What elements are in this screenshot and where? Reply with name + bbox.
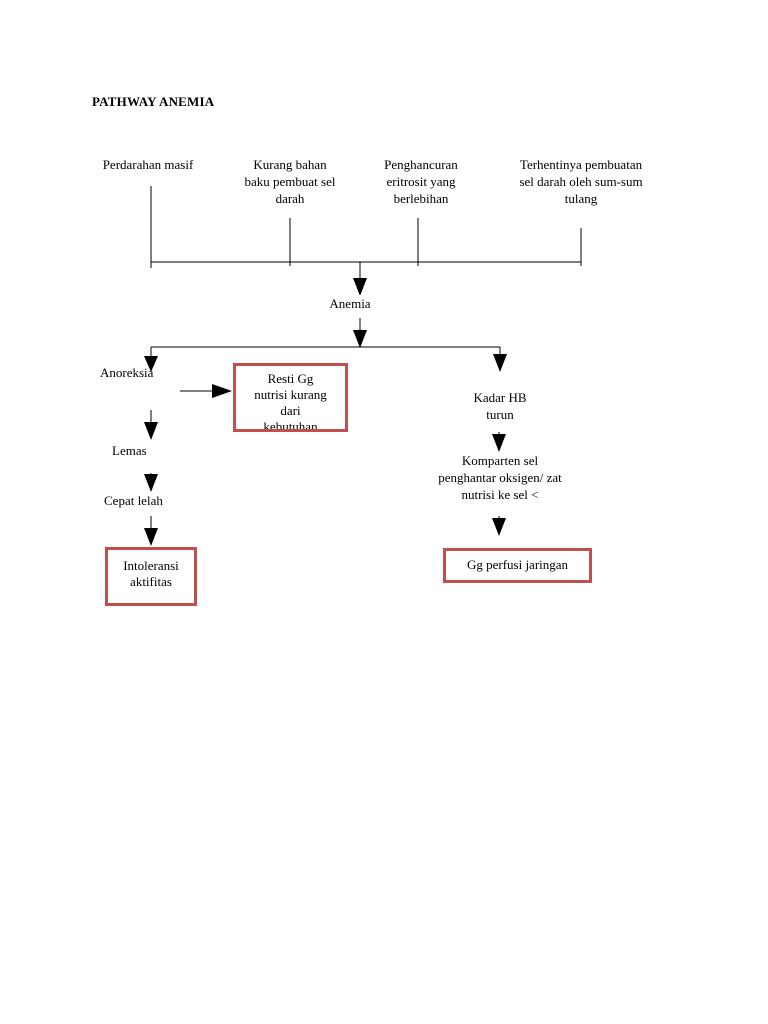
node-cepat-lelah: Cepat lelah [104, 493, 163, 508]
cause-terhentinya: Terhentinya pembuatan sel darah oleh sum… [519, 157, 643, 206]
node-komparten: Komparten sel penghantar oksigen/ zat nu… [438, 453, 562, 502]
box-perfusi-label: Gg perfusi jaringan [466, 557, 569, 572]
cause-kurang-bahan: Kurang bahan baku pembuat sel darah [244, 157, 336, 206]
arrow-to-komparten [492, 434, 506, 452]
node-kadar-hb: Kadar HB turun [473, 390, 527, 422]
arrow-to-cepat-lelah [144, 474, 158, 492]
arrow-to-kadar-hb [493, 354, 507, 372]
box-resti-label: Resti Gg nutrisi kurang dari kebutuhan [254, 371, 327, 432]
arrow-to-resti [212, 384, 232, 398]
arrow-to-anoreksia [144, 356, 158, 372]
arrow-to-intoleransi [144, 528, 158, 546]
diagram-title: PATHWAY ANEMIA [92, 94, 215, 109]
cause-penghancuran: Penghancuran eritrosit yang berlebihan [384, 157, 458, 206]
box-intoleransi-label: Intoleransi aktifitas [123, 558, 179, 589]
box-resti-nutrisi: Resti Gg nutrisi kurang dari kebutuhan [233, 363, 348, 432]
node-anemia: Anemia [310, 295, 390, 312]
node-anoreksia: Anoreksia [100, 365, 154, 380]
cause-perdarahan: Perdarahan masif [102, 157, 194, 172]
box-gg-perfusi: Gg perfusi jaringan [443, 548, 592, 583]
arrow-to-lemas [144, 422, 158, 440]
arrow-to-perfusi [492, 518, 506, 536]
arrow-anemia-down [353, 330, 367, 348]
box-intoleransi-aktifitas: Intoleransi aktifitas [105, 547, 197, 606]
node-lemas: Lemas [112, 443, 147, 458]
arrow-to-anemia [353, 278, 367, 296]
